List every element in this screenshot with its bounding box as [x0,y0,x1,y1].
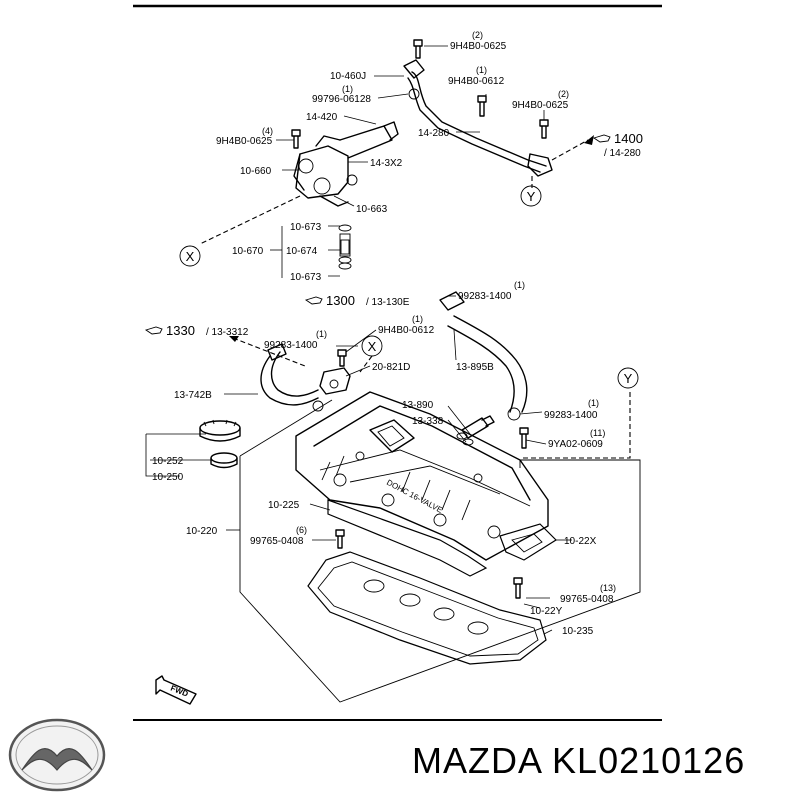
marker-y-lower: Y [617,367,639,389]
mazda-logo [8,718,106,792]
callout-qty: (6) [296,525,307,535]
bolt [291,129,301,149]
callout-qty: (1) [588,398,599,408]
svg-text:Y: Y [624,371,633,386]
bolt [477,95,487,117]
svg-text:/ 14-280: / 14-280 [604,148,641,159]
svg-text:/ 13-3312: / 13-3312 [206,327,249,338]
head-cover-assembly: DOHC 16-VALVE [199,291,641,703]
callout: 99283-1400 [458,291,512,302]
reference-1330: 1330 / 13-3312 [144,323,249,338]
callout-labels: (2) 9H4B0-0625 10-460J (1) 9H4B0-0612 (1… [152,30,616,637]
callout: 10-460J [330,71,366,82]
callout-qty: (2) [472,30,483,40]
svg-text:/ 13-130E: / 13-130E [366,297,410,308]
callout: 13-742B [174,390,212,401]
callout-qty: (13) [600,583,616,593]
callout: 10-673 [290,272,322,283]
callout-qty: (1) [412,314,423,324]
bolt [539,119,549,139]
callout-qty: (11) [590,428,605,438]
callout: 10-660 [240,166,272,177]
water-outlet-housing [295,145,349,199]
callout: 9H4B0-0625 [216,136,273,147]
callout: 10-673 [290,222,322,233]
marker-x-lower: X [361,335,383,357]
callout: 10-220 [186,526,218,537]
callout: 14-3X2 [370,158,403,169]
part-number: KL0210126 [552,740,746,781]
callout: 10-250 [152,472,184,483]
head-cover-gasket [307,551,547,665]
callout: 10-252 [152,456,184,467]
callout: 99283-1400 [544,410,598,421]
plug-seal-gasket [327,499,488,577]
svg-text:X: X [186,249,195,264]
svg-text:Y: Y [527,189,536,204]
svg-text:1400: 1400 [614,131,643,146]
svg-text:1300: 1300 [326,293,355,308]
cover-lettering: DOHC 16-VALVE [385,478,444,515]
callout: 13-895B [456,362,494,373]
reference-1300: 1300 / 13-130E [304,293,410,308]
callout: 13-890 [402,400,434,411]
callout-qty: (1) [476,65,487,75]
callout: 99765-0408 [560,594,614,605]
callout: 9H4B0-0625 [450,41,507,52]
callout: 9H4B0-0612 [448,76,505,87]
callout: 9H4B0-0625 [512,100,569,111]
half-moon-seal [499,523,557,561]
brand-name: MAZDA [412,740,542,781]
footer-part-label: MAZDA KL0210126 [412,740,745,782]
breather-hose-13-895b [453,315,528,413]
callout: 10-22Y [530,606,563,617]
callout: 10-663 [356,204,388,215]
svg-text:X: X [368,339,377,354]
callout: 10-22X [564,536,597,547]
arrow-to-1400 [584,135,594,145]
callout: 9YA02-0609 [548,439,603,450]
marker-y-upper: Y [520,185,542,207]
leader-lines [145,45,572,635]
heater-pipe-assembly [199,39,594,270]
callout: 10-235 [562,626,594,637]
callout: 99796-06128 [312,94,371,105]
callout-qty: (1) [514,280,525,290]
callout-qty: (1) [316,329,327,339]
marker-x-upper: X [179,245,201,267]
callout: 10-225 [268,500,300,511]
callout: 99283-1400 [264,340,318,351]
callout: 13-338 [412,416,444,427]
o-ring-stack [338,224,352,270]
callout-qty: (2) [558,89,569,99]
heater-pipe [411,71,547,167]
oil-filler-cap [199,419,241,469]
callout: 10-674 [286,246,318,257]
callout: 99765-0408 [250,536,304,547]
pcv-valve [456,415,495,446]
svg-text:1330: 1330 [166,323,195,338]
fwd-arrow: FWD [155,675,197,705]
breather-hose-13-742b [260,355,319,406]
callout-qty: (1) [342,84,353,94]
callout: 10-670 [232,246,264,257]
reference-1400: 1400 / 14-280 [592,131,643,159]
callout: 14-420 [306,112,338,123]
callout: 9H4B0-0612 [378,325,435,336]
cylinder-head-cover [295,391,549,561]
callout: 14-280 [418,128,450,139]
bolt [413,39,423,59]
callout: 20-821D [372,362,410,373]
callout-qty: (4) [262,126,273,136]
